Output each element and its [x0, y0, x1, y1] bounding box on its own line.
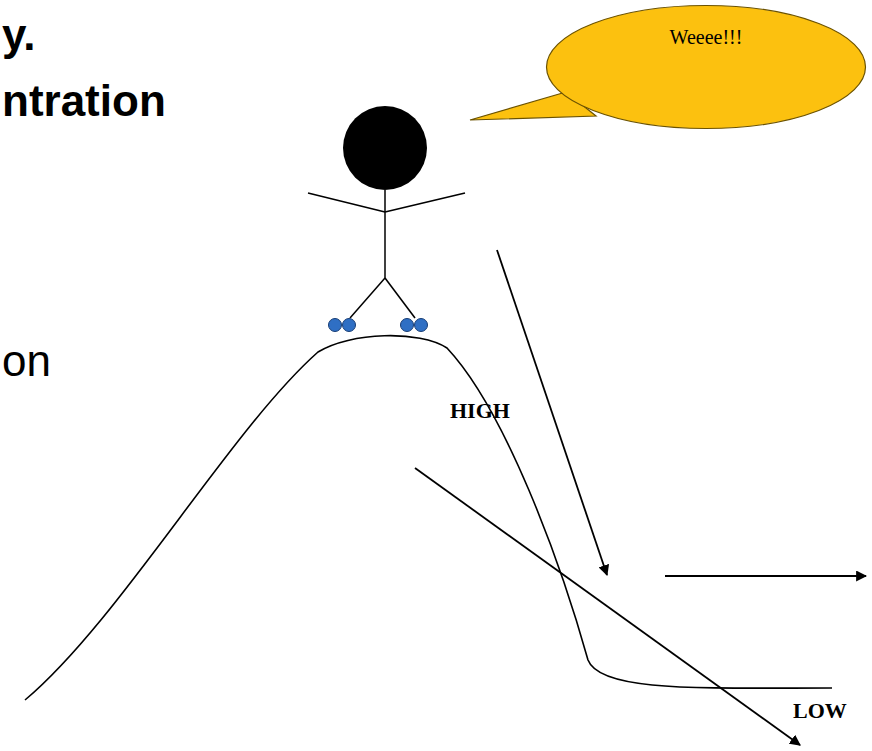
speech-bubble: Weeee!!! — [545, 4, 867, 130]
hill-outline — [25, 336, 832, 700]
bubble-text: Weeee!!! — [545, 4, 867, 49]
slide-text-fragment: ntration — [2, 76, 166, 126]
gradient-arrow — [415, 468, 800, 745]
low-label: LOW — [793, 698, 847, 724]
slope-arrow — [497, 250, 607, 575]
stick-figure — [308, 106, 465, 318]
high-label: HIGH — [450, 398, 510, 424]
slide-text-fragment: y. — [2, 10, 35, 60]
slide-text-fragment: on — [2, 336, 51, 386]
flat-arrow — [665, 575, 866, 577]
bubble-outline — [545, 4, 867, 130]
skate-wheels — [329, 319, 428, 332]
